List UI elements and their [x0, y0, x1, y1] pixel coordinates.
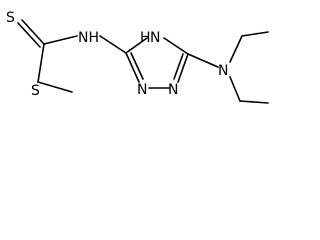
bond-ring-n4h-c5 — [163, 37, 189, 55]
atom-thioether-sulfur: S — [31, 83, 40, 99]
bond-ring-c3-n4h — [125, 37, 148, 54]
bond-ring-c5-n1-2 — [173, 53, 184, 80]
bond-ethyl1-ch2-ch3 — [241, 31, 269, 37]
bond-ring-c5-n1-1 — [177, 53, 189, 83]
bond-ring-c3-n2-1 — [125, 52, 140, 83]
atom-thione-sulfur: S — [6, 10, 15, 26]
atom-diethylamino-nitrogen: N — [218, 63, 228, 79]
bond-c-s-single — [37, 43, 45, 83]
atom-ring-nh-nitrogen: N — [150, 30, 160, 46]
bond-c-s-double-2 — [17, 22, 41, 48]
bond-namine-ethyl1-ch2 — [229, 35, 243, 63]
bond-nh-ring — [99, 35, 127, 54]
bond-s-methyl — [37, 81, 73, 93]
bond-c-nh — [43, 35, 78, 45]
atom-ring-nh-hydrogen: H — [140, 30, 151, 46]
bond-namine-ethyl2-ch2 — [229, 76, 241, 102]
bond-ethyl2-ch2-ch3 — [239, 100, 269, 104]
bond-c-s-double-1 — [21, 19, 45, 45]
atom-ring-n1: N — [168, 82, 178, 98]
bond-ring-c3-n2-2 — [130, 52, 144, 80]
bond-c5-namine — [187, 53, 219, 68]
atom-amide-nh: NH — [78, 30, 99, 46]
atom-ring-n2: N — [137, 82, 147, 98]
molecule-structure-diagram: S NH S H N N N N — [6, 10, 269, 104]
